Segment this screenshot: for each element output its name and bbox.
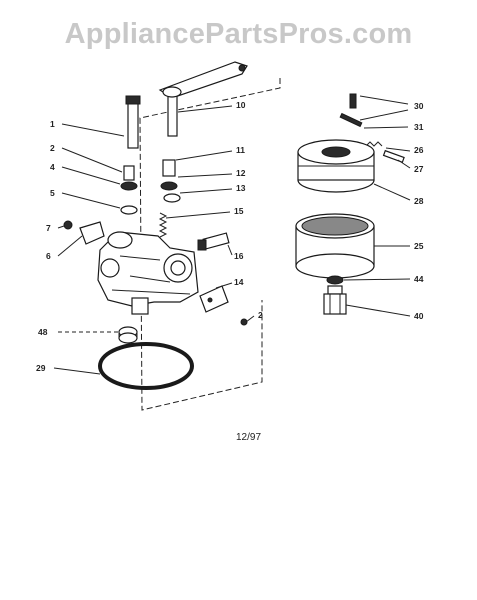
part-28-float — [297, 139, 375, 193]
callout-29: 29 — [36, 363, 46, 373]
part-7-screw — [63, 220, 73, 230]
part-1-shaft — [125, 95, 141, 149]
callout-26: 26 — [414, 145, 424, 155]
part-2-spring — [120, 165, 138, 215]
part-40-bowl-nut — [323, 285, 347, 315]
callout-7: 7 — [46, 223, 51, 233]
callout-14: 14 — [234, 277, 244, 287]
part-2-screw — [240, 318, 248, 326]
callout-1: 1 — [50, 119, 55, 129]
part-30-needle — [349, 93, 357, 109]
part-27-pin — [382, 149, 405, 164]
callout-10: 10 — [236, 100, 246, 110]
callout-28: 28 — [414, 196, 424, 206]
callout-4: 4 — [50, 162, 55, 172]
callout-27: 27 — [414, 164, 424, 174]
part-29-o-ring — [98, 342, 194, 390]
callout-44: 44 — [414, 274, 424, 284]
callout-15: 15 — [234, 206, 244, 216]
leader-lines — [53, 95, 411, 375]
part-11-spring — [160, 159, 181, 203]
part-44-washer — [326, 275, 344, 285]
callout-6: 6 — [46, 251, 51, 261]
part-10-throttle-lever — [158, 61, 248, 137]
date-code: 12/97 — [236, 432, 261, 443]
part-15-spring — [158, 212, 168, 238]
part-6-plate — [79, 221, 105, 245]
callout-12: 12 — [236, 168, 246, 178]
part-25-float-bowl — [295, 213, 375, 279]
watermark: AppliancePartsPros.com — [64, 18, 413, 50]
callout-11: 11 — [236, 145, 245, 155]
part-48-plug — [118, 326, 138, 344]
part-31-clip — [339, 112, 363, 128]
callout-30: 30 — [414, 101, 424, 111]
part-26-spring — [365, 141, 383, 147]
callout-16: 16 — [234, 251, 244, 261]
callout-25: 25 — [414, 241, 424, 251]
part-16-fitting — [197, 232, 230, 251]
part-14-plate — [199, 285, 229, 313]
callout-2b: 2 — [258, 310, 263, 320]
callout-2: 2 — [50, 143, 55, 153]
callout-13: 13 — [236, 183, 246, 193]
callout-48: 48 — [38, 327, 48, 337]
callout-5: 5 — [50, 188, 55, 198]
callout-40: 40 — [414, 311, 424, 321]
carburetor-body — [97, 231, 199, 315]
callout-31: 31 — [414, 122, 424, 132]
